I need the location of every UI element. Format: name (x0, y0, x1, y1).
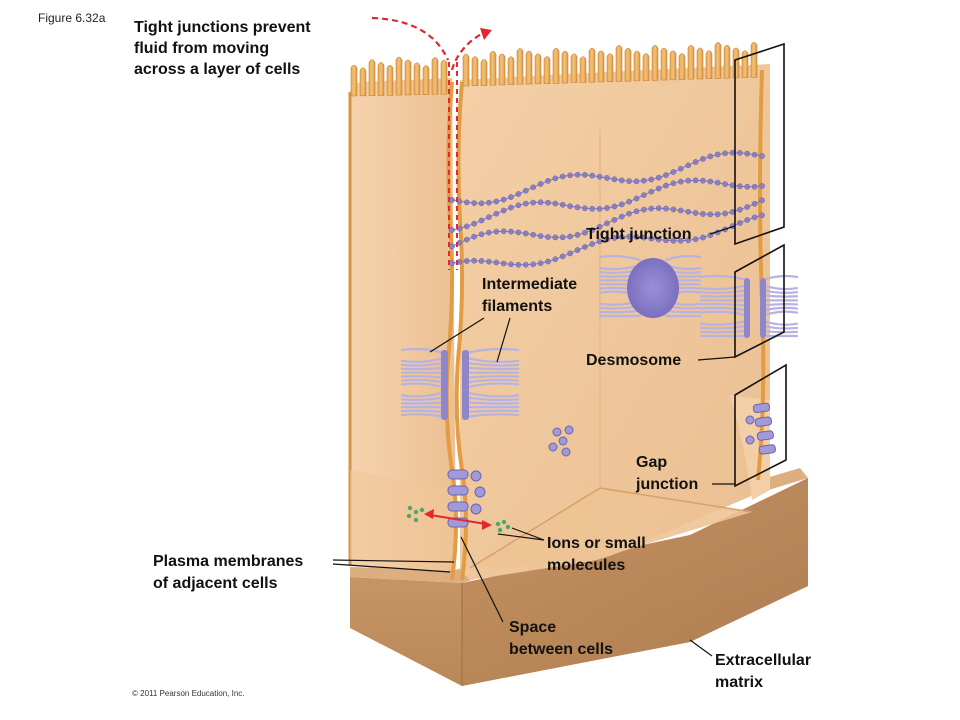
title-line-1: Tight junctions prevent (134, 19, 311, 36)
detail-frames (734, 42, 787, 488)
right-cell (460, 64, 770, 580)
label-intermediate-filaments: Intermediate filaments (482, 276, 578, 315)
title-line-2: fluid from moving (134, 40, 270, 57)
label-plasma-membranes: Plasma membranes of adjacent cells (153, 553, 304, 592)
label-extracellular-matrix: Extracellular matrix (715, 652, 812, 691)
label-tight-junction: Tight junction (586, 226, 692, 243)
label-gap-junction: Gap junction (636, 454, 699, 493)
desmosome-center (598, 254, 702, 318)
copyright-notice: © 2011 Pearson Education, Inc. (132, 689, 245, 698)
desmosome-bundle-left (400, 347, 520, 420)
microvilli (350, 42, 758, 97)
label-space-between-cells: Space between cells (509, 619, 614, 658)
label-ions: Ions or small molecules (547, 535, 646, 574)
title-line-3: across a layer of cells (134, 61, 301, 78)
fluid-blocked-arrows (371, 16, 492, 270)
ion-flow-arrow (424, 509, 492, 530)
leader-lines (332, 225, 736, 657)
desmosome-bundle-right (699, 274, 799, 338)
figure-label: Figure 6.32a (38, 11, 106, 25)
diagram-title: Tight junctions prevent fluid from movin… (134, 17, 374, 80)
tight-junction-strands (449, 149, 765, 268)
ions (406, 505, 511, 533)
label-desmosome: Desmosome (586, 352, 682, 369)
